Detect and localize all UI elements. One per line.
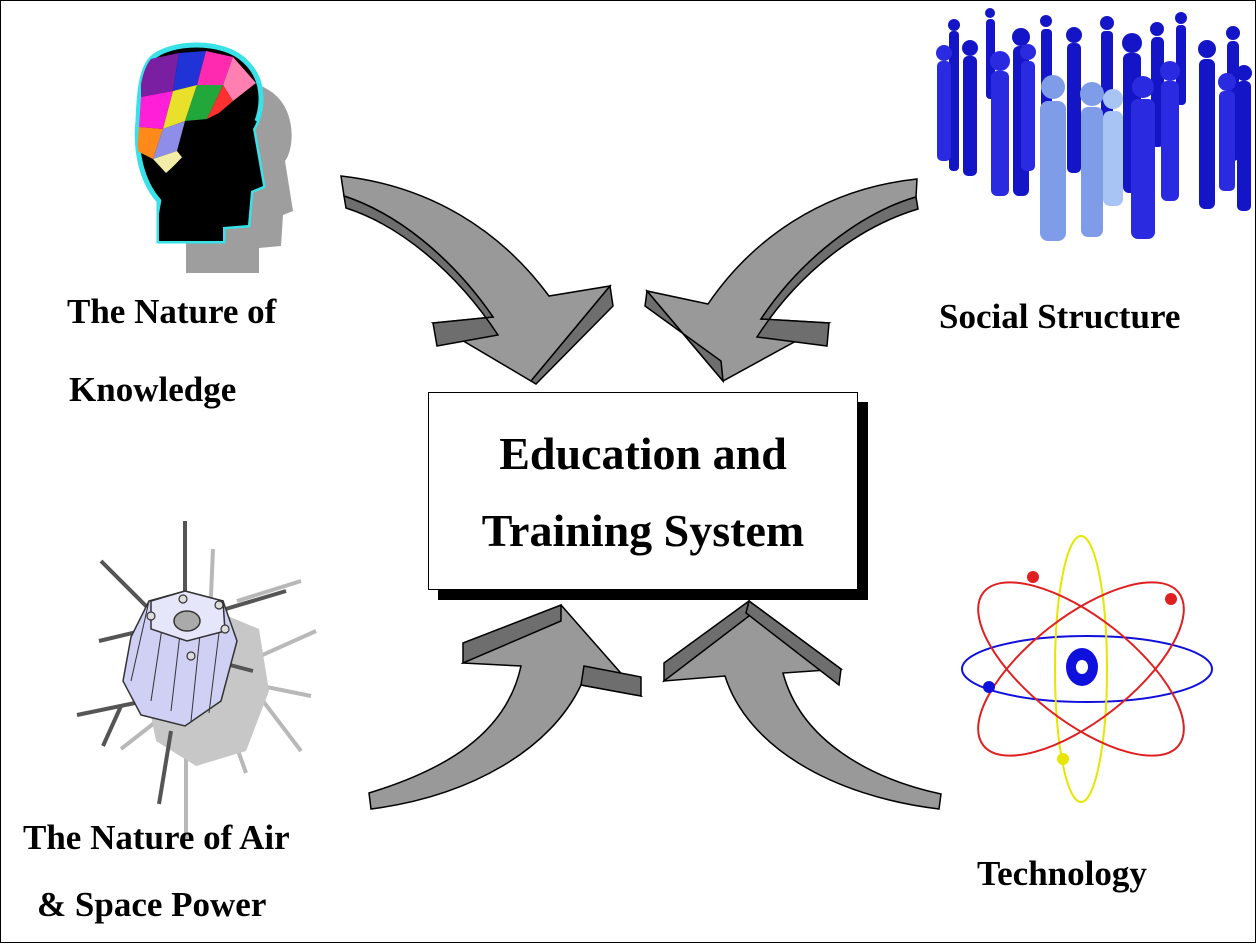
arrow-bottom-right xyxy=(661,599,942,810)
knowledge-label-line2: Knowledge xyxy=(69,370,237,409)
knowledge-label-line1: The Nature of xyxy=(67,292,277,331)
center-title-line2: Training System xyxy=(481,505,805,556)
arrow-top-right xyxy=(644,178,919,384)
people-icon xyxy=(936,8,1252,241)
satellite-icon xyxy=(76,521,317,841)
air-space-label-line2: & Space Power xyxy=(37,885,267,924)
arrow-top-left xyxy=(340,175,614,385)
center-title-line1: Education and xyxy=(499,428,787,479)
education-training-box: Education and Training System xyxy=(428,392,858,590)
air-space-label-line1: The Nature of Air xyxy=(23,818,290,857)
atom-icon xyxy=(961,535,1213,803)
technology-label: Technology xyxy=(977,854,1147,893)
social-structure-label: Social Structure xyxy=(939,297,1181,336)
head-icon xyxy=(134,42,293,273)
arrow-bottom-left xyxy=(368,603,643,810)
